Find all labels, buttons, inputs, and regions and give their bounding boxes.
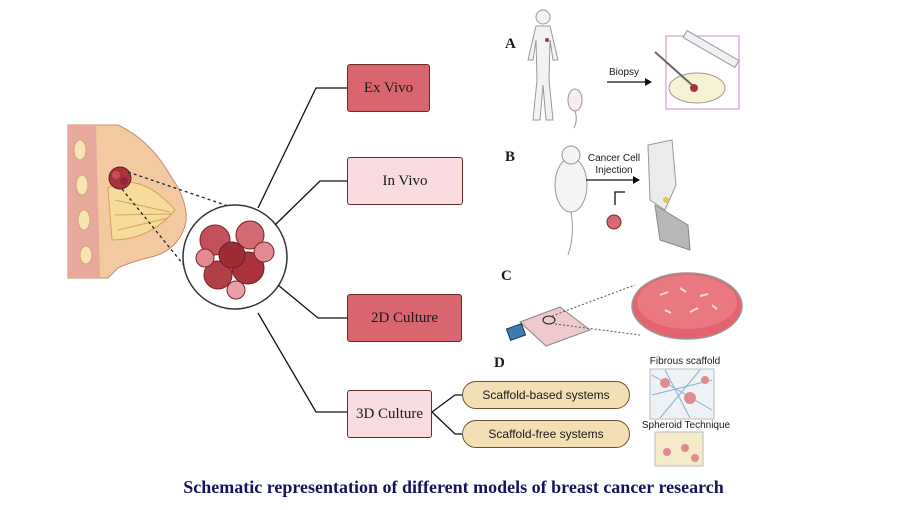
panel-letter-c: C	[501, 268, 512, 284]
3d-culture-label: 3D Culture	[355, 405, 424, 422]
panel-letter-d: D	[494, 355, 505, 371]
panel-c-illustration	[505, 272, 743, 347]
in-vivo-box: In Vivo	[347, 157, 463, 205]
panel-a-illustration	[527, 9, 740, 129]
panel-d-illustration	[649, 368, 715, 467]
2d-culture-label: 2D Culture	[370, 309, 439, 326]
tumor-zoom-circle	[182, 204, 288, 310]
scaffold-free-label: Scaffold-free systems	[488, 427, 604, 441]
figure-caption: Schematic representation of different mo…	[183, 477, 724, 497]
breast-anatomy-illustration	[67, 124, 187, 279]
scaffold-free-systems-pill: Scaffold-free systems	[462, 420, 630, 448]
2d-culture-box: 2D Culture	[347, 294, 462, 342]
panel-letter-a: A	[505, 36, 516, 52]
in-vivo-label: In Vivo	[382, 172, 428, 189]
biopsy-label: Biopsy	[608, 67, 639, 78]
panel-b-illustration	[554, 139, 691, 256]
injection-label-line2: Injection	[595, 165, 633, 176]
fibrous-scaffold-label: Fibrous scaffold	[649, 356, 721, 367]
injection-label-line1: Cancer Cell	[587, 153, 641, 164]
3d-culture-box: 3D Culture	[347, 390, 432, 438]
ex-vivo-label: Ex Vivo	[363, 79, 414, 96]
panel-letter-b: B	[505, 149, 516, 165]
spheroid-technique-label: Spheroid Technique	[641, 420, 731, 431]
scaffold-based-label: Scaffold-based systems	[482, 388, 610, 402]
scaffold-based-systems-pill: Scaffold-based systems	[462, 381, 630, 409]
ex-vivo-box: Ex Vivo	[347, 64, 430, 112]
